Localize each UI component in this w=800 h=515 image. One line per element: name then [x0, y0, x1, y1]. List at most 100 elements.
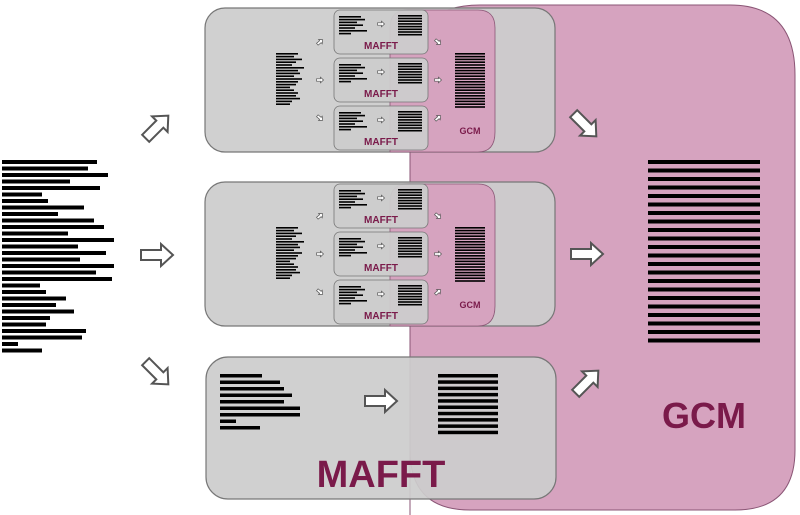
aligned-sequence-line	[398, 237, 422, 239]
sequence-line	[220, 400, 284, 404]
sequence-line	[339, 78, 367, 80]
sequence-line	[339, 246, 363, 248]
sequence-line	[276, 97, 300, 100]
aligned-sequence-line	[648, 313, 760, 317]
aligned-sequence-line	[398, 285, 422, 287]
mini-mafft-label: MAFFT	[364, 263, 398, 274]
aligned-sequence-line	[455, 257, 485, 260]
aligned-sequence-line	[648, 168, 760, 173]
sequence-line	[220, 380, 280, 384]
aligned-sequence-line	[648, 279, 760, 283]
mafft-input-sequences	[220, 374, 300, 430]
aligned-sequence-line	[398, 79, 422, 81]
aligned-sequence-line	[398, 23, 422, 25]
sequence-line	[2, 179, 70, 184]
aligned-sequence-line	[455, 238, 485, 240]
aligned-sequence-line	[648, 211, 760, 215]
aligned-sequence-line	[398, 295, 422, 298]
sequence-line	[276, 263, 294, 265]
aligned-sequence-line	[455, 269, 485, 271]
aligned-sequence-line	[438, 392, 498, 397]
sequence-line	[2, 160, 97, 164]
sequence-line	[339, 198, 363, 200]
sequence-line	[2, 186, 100, 190]
aligned-sequence-line	[398, 303, 422, 306]
sequence-line	[276, 89, 294, 91]
sequence-line	[2, 296, 66, 301]
sequence-line	[2, 251, 106, 255]
sequence-line	[2, 270, 96, 275]
mafft-aligned-block	[438, 374, 498, 435]
sequence-line	[339, 112, 361, 114]
aligned-sequence-line	[455, 103, 485, 105]
aligned-sequence-line	[455, 235, 485, 237]
sequence-line	[276, 58, 302, 61]
aligned-sequence-line	[398, 116, 422, 118]
sequence-line	[276, 243, 298, 246]
aligned-sequence-line	[455, 255, 485, 257]
aligned-sequence-line	[398, 197, 422, 199]
aligned-sequence-line	[455, 89, 485, 91]
sequence-line	[276, 241, 304, 243]
sequence-line	[2, 212, 58, 216]
sequence-line	[339, 252, 367, 254]
aligned-sequence-line	[648, 262, 760, 266]
aligned-sequence-line	[438, 411, 498, 416]
aligned-sequence-line	[398, 63, 422, 65]
aligned-sequence-line	[398, 17, 422, 20]
aligned-sequence-line	[398, 255, 422, 258]
sequence-line	[2, 192, 42, 197]
sequence-line	[276, 252, 302, 254]
aligned-sequence-line	[398, 199, 422, 202]
sequence-line	[276, 249, 294, 251]
aligned-sequence-line	[455, 106, 485, 108]
sequence-line	[276, 277, 290, 279]
aligned-sequence-line	[455, 280, 485, 282]
aligned-sequence-line	[455, 232, 485, 235]
aligned-sequence-line	[648, 160, 760, 164]
sequence-line	[339, 21, 357, 24]
sequence-line	[276, 235, 296, 237]
aligned-sequence-line	[438, 430, 498, 435]
aligned-sequence-line	[455, 83, 485, 86]
sequence-line	[339, 24, 363, 26]
sequence-line	[2, 238, 114, 242]
aligned-sequence-line	[398, 242, 422, 244]
sequence-line	[220, 387, 284, 391]
aligned-sequence-line	[455, 78, 485, 80]
sequence-line	[339, 32, 351, 35]
aligned-sequence-line	[398, 287, 422, 290]
aligned-sequence-line	[648, 304, 760, 309]
aligned-sequence-line	[648, 321, 760, 326]
sequence-line	[2, 303, 56, 307]
sequence-line	[339, 66, 365, 69]
sequence-line	[339, 80, 351, 83]
sequence-line	[339, 16, 361, 18]
sequence-line	[276, 75, 294, 77]
aligned-sequence-line	[455, 75, 485, 77]
sequence-line	[2, 277, 112, 281]
sequence-line	[339, 240, 365, 243]
mini-mafft-label: MAFFT	[364, 89, 398, 100]
aligned-sequence-line	[455, 260, 485, 263]
sequence-line	[276, 92, 298, 94]
aligned-sequence-line	[398, 81, 422, 84]
aligned-sequence-line	[398, 33, 422, 36]
sequence-line	[2, 225, 104, 229]
sequence-line	[339, 195, 357, 198]
aligned-sequence-line	[648, 185, 760, 190]
sequence-line	[339, 30, 367, 32]
sequence-line	[276, 100, 292, 103]
sequence-line	[2, 244, 78, 249]
mafft-box-bottom: MAFFT	[205, 356, 557, 500]
aligned-sequence-line	[648, 287, 760, 292]
sequence-line	[2, 264, 114, 268]
aligned-sequence-line	[648, 177, 760, 181]
sequence-line	[276, 83, 296, 86]
gcm-label-large: GCM	[662, 395, 746, 436]
input-unaligned-sequences	[2, 160, 114, 353]
sequence-line	[339, 190, 361, 192]
sequence-line	[2, 173, 108, 177]
aligned-sequence-line	[398, 73, 422, 76]
